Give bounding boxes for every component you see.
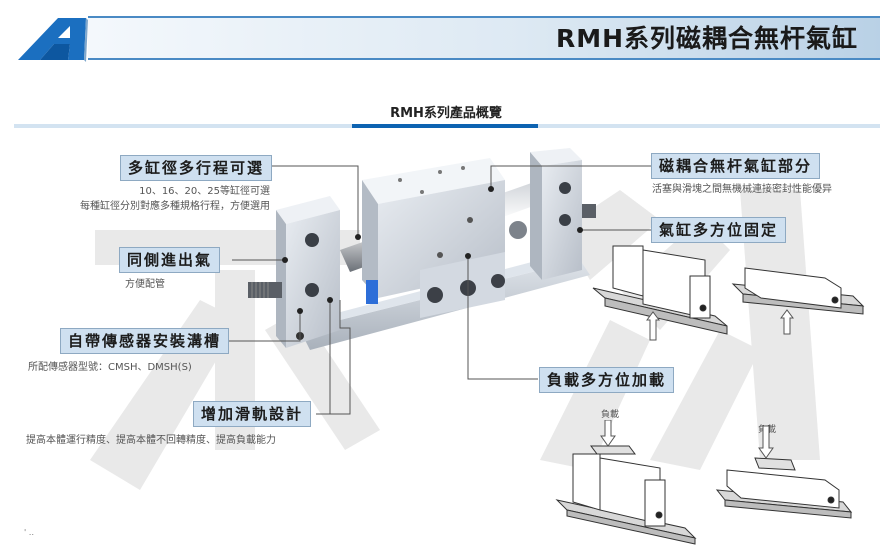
header-band [88, 16, 880, 60]
footer-speck: ' ‥ [24, 528, 35, 537]
callout-bore-stroke-desc-2: 每種缸徑分別對應多種規格行程，方便選用 [80, 201, 270, 212]
callout-multi-mount: 氣缸多方位固定 [651, 217, 787, 243]
callout-bore-stroke-desc-1: 10、16、20、25等缸徑可選 [139, 186, 270, 197]
mounting-diagrams [592, 245, 865, 341]
page-title: RMH系列磁耦合無杆氣缸 [555, 24, 858, 53]
callout-magnetic-coupling-desc: 活塞與滑塊之間無機械連接密封性能優异 [652, 184, 832, 195]
callout-sensor-groove-desc: 所配傳感器型號：CMSH、DMSH(S) [28, 362, 192, 373]
callout-multi-load: 負載多方位加載 [539, 367, 675, 393]
callout-sensor-groove: 自帶傳感器安裝溝槽 [60, 328, 230, 354]
callout-same-side-air-desc: 方便配管 [125, 279, 165, 290]
callout-slide-rail: 增加滑軌設計 [193, 401, 312, 427]
callout-bore-stroke: 多缸徑多行程可選 [120, 155, 273, 181]
product-image [248, 148, 596, 350]
section-divider-accent [352, 124, 538, 128]
callout-magnetic-coupling: 磁耦合無杆氣缸部分 [651, 153, 821, 179]
callout-slide-rail-desc: 提高本體運行精度、提高本體不回轉精度、提高負載能力 [26, 435, 276, 446]
load-label-1: 負載 [601, 410, 620, 420]
callout-same-side-air: 同側進出氣 [119, 247, 221, 273]
load-diagrams [555, 420, 853, 545]
brand-a-logo-icon [18, 18, 88, 62]
section-title: RMH系列產品概覽 [390, 106, 502, 121]
